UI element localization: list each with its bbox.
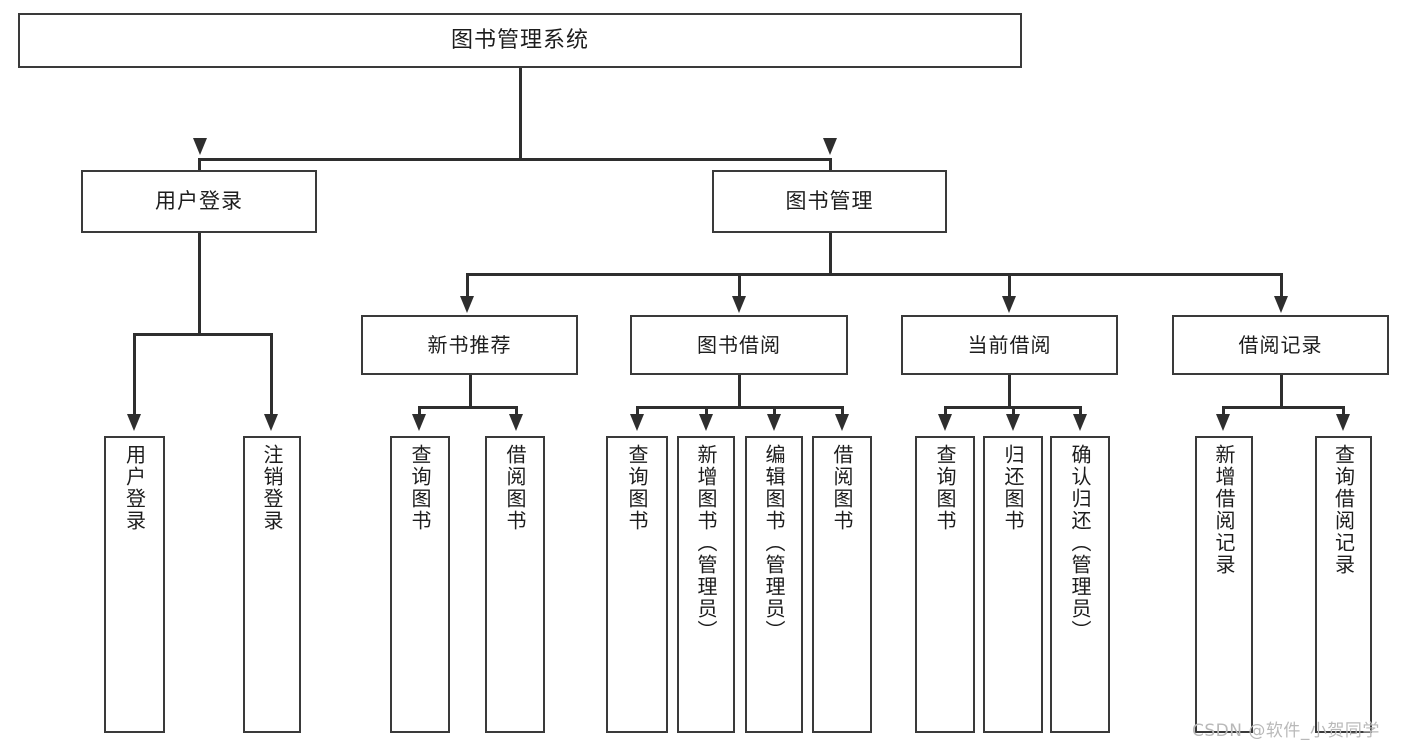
arrow-book-manage-to-l3-1 (460, 296, 474, 313)
arrow-borrow-record-to-leaf-2 (1336, 414, 1350, 431)
connector-borrow-record-to-leaf-2 (1342, 406, 1345, 417)
arrow-book-borrow-to-leaf-3 (767, 414, 781, 431)
connector-book-manage-to-l3-4 (1280, 273, 1283, 299)
connector-user-login-to-leaf-2 (270, 333, 273, 418)
connector-root-bus (198, 158, 831, 161)
watermark-text: CSDN @软件_小贺同学 (1192, 721, 1380, 741)
connector-borrow-record-bus (1222, 406, 1344, 409)
connector-book-borrow-to-leaf-4 (841, 406, 844, 417)
node-leaf-query-book-2-label: 查询图书 (625, 444, 649, 532)
node-current-borrow-label: 当前借阅 (967, 332, 1052, 357)
arrow-new-book-to-leaf-1 (412, 414, 426, 431)
connector-current-borrow-to-leaf-1 (944, 406, 947, 417)
node-leaf-user-login[interactable]: 用户登录 (104, 436, 165, 733)
node-leaf-query-book-1-label: 查询图书 (408, 444, 432, 532)
connector-book-borrow-bus (636, 406, 843, 409)
node-leaf-add-book-admin-label: 新增图书（管理员） (694, 444, 718, 642)
node-leaf-query-book-2[interactable]: 查询图书 (606, 436, 668, 733)
node-new-book-recommend[interactable]: 新书推荐 (361, 315, 578, 375)
node-leaf-confirm-return-admin-label: 确认归还（管理员） (1068, 444, 1092, 642)
connector-user-login-bus (133, 333, 272, 336)
node-book-manage[interactable]: 图书管理 (712, 170, 947, 233)
node-leaf-query-borrow-record[interactable]: 查询借阅记录 (1315, 436, 1372, 733)
node-user-login-label: 用户登录 (155, 189, 243, 214)
node-leaf-edit-book-admin[interactable]: 编辑图书（管理员） (745, 436, 803, 733)
node-leaf-return-book-label: 归还图书 (1001, 444, 1025, 532)
arrow-book-manage-to-l3-4 (1274, 296, 1288, 313)
connector-book-manage-to-l3-2 (738, 273, 741, 299)
connector-book-manage-bus (466, 273, 1282, 276)
connector-current-borrow-to-leaf-3 (1079, 406, 1082, 417)
arrow-current-borrow-to-leaf-1 (938, 414, 952, 431)
node-leaf-borrow-book-2[interactable]: 借阅图书 (812, 436, 872, 733)
node-leaf-user-login-label: 用户登录 (122, 444, 147, 532)
connector-book-borrow-to-leaf-3 (773, 406, 776, 417)
connector-new-book-stem (469, 375, 472, 408)
arrow-book-borrow-to-leaf-2 (699, 414, 713, 431)
node-leaf-borrow-book-1-label: 借阅图书 (503, 444, 527, 532)
node-leaf-borrow-book-1[interactable]: 借阅图书 (485, 436, 545, 733)
connector-borrow-record-stem (1280, 375, 1283, 408)
node-new-book-recommend-label: 新书推荐 (427, 332, 512, 357)
node-leaf-logout[interactable]: 注销登录 (243, 436, 301, 733)
node-leaf-add-borrow-record[interactable]: 新增借阅记录 (1195, 436, 1253, 733)
node-book-borrow[interactable]: 图书借阅 (630, 315, 848, 375)
connector-book-borrow-stem (738, 375, 741, 408)
arrow-user-login-to-leaf-2 (264, 414, 278, 431)
arrow-current-borrow-to-leaf-3 (1073, 414, 1087, 431)
node-book-borrow-label: 图书借阅 (697, 332, 781, 357)
connector-book-manage-to-l3-1 (466, 273, 469, 299)
node-leaf-edit-book-admin-label: 编辑图书（管理员） (762, 444, 786, 642)
arrow-current-borrow-to-leaf-2 (1006, 414, 1020, 431)
arrow-new-book-to-leaf-2 (509, 414, 523, 431)
node-borrow-record-label: 借阅记录 (1238, 332, 1323, 357)
node-root-label: 图书管理系统 (450, 27, 589, 53)
connector-book-manage-stem (829, 233, 832, 275)
node-leaf-return-book[interactable]: 归还图书 (983, 436, 1043, 733)
node-leaf-query-book-3-label: 查询图书 (933, 444, 957, 532)
node-borrow-record[interactable]: 借阅记录 (1172, 315, 1389, 375)
arrow-book-manage-to-l3-2 (732, 296, 746, 313)
node-leaf-query-book-3[interactable]: 查询图书 (915, 436, 975, 733)
node-leaf-borrow-book-2-label: 借阅图书 (830, 444, 854, 532)
node-leaf-add-borrow-record-label: 新增借阅记录 (1212, 444, 1236, 576)
connector-book-borrow-to-leaf-1 (636, 406, 639, 417)
connector-user-login-to-leaf-1 (133, 333, 136, 418)
connector-new-book-to-leaf-2 (515, 406, 518, 417)
connector-new-book-bus (418, 406, 517, 409)
connector-new-book-to-leaf-1 (418, 406, 421, 417)
node-leaf-confirm-return-admin[interactable]: 确认归还（管理员） (1050, 436, 1110, 733)
arrow-borrow-record-to-leaf-1 (1216, 414, 1230, 431)
node-leaf-add-book-admin[interactable]: 新增图书（管理员） (677, 436, 735, 733)
connector-book-manage-to-l3-3 (1008, 273, 1011, 299)
node-leaf-query-borrow-record-label: 查询借阅记录 (1331, 444, 1356, 576)
arrow-book-borrow-to-leaf-1 (630, 414, 644, 431)
connector-current-borrow-to-leaf-2 (1012, 406, 1015, 417)
arrow-book-manage-to-l3-3 (1002, 296, 1016, 313)
node-leaf-query-book-1[interactable]: 查询图书 (390, 436, 450, 733)
node-current-borrow[interactable]: 当前借阅 (901, 315, 1118, 375)
node-book-manage-label: 图书管理 (785, 189, 874, 214)
node-root[interactable]: 图书管理系统 (18, 13, 1022, 68)
connector-root-stem (519, 68, 522, 160)
connector-current-borrow-stem (1008, 375, 1011, 408)
node-leaf-logout-label: 注销登录 (260, 444, 284, 532)
connector-user-login-stem (198, 233, 201, 335)
connector-book-borrow-to-leaf-2 (705, 406, 708, 417)
node-user-login[interactable]: 用户登录 (81, 170, 317, 233)
connector-borrow-record-to-leaf-1 (1222, 406, 1225, 417)
arrow-root-to-user-login (192, 138, 207, 155)
arrow-root-to-book-manage (823, 138, 837, 155)
arrow-book-borrow-to-leaf-4 (835, 414, 849, 431)
arrow-user-login-to-leaf-1 (127, 414, 141, 431)
